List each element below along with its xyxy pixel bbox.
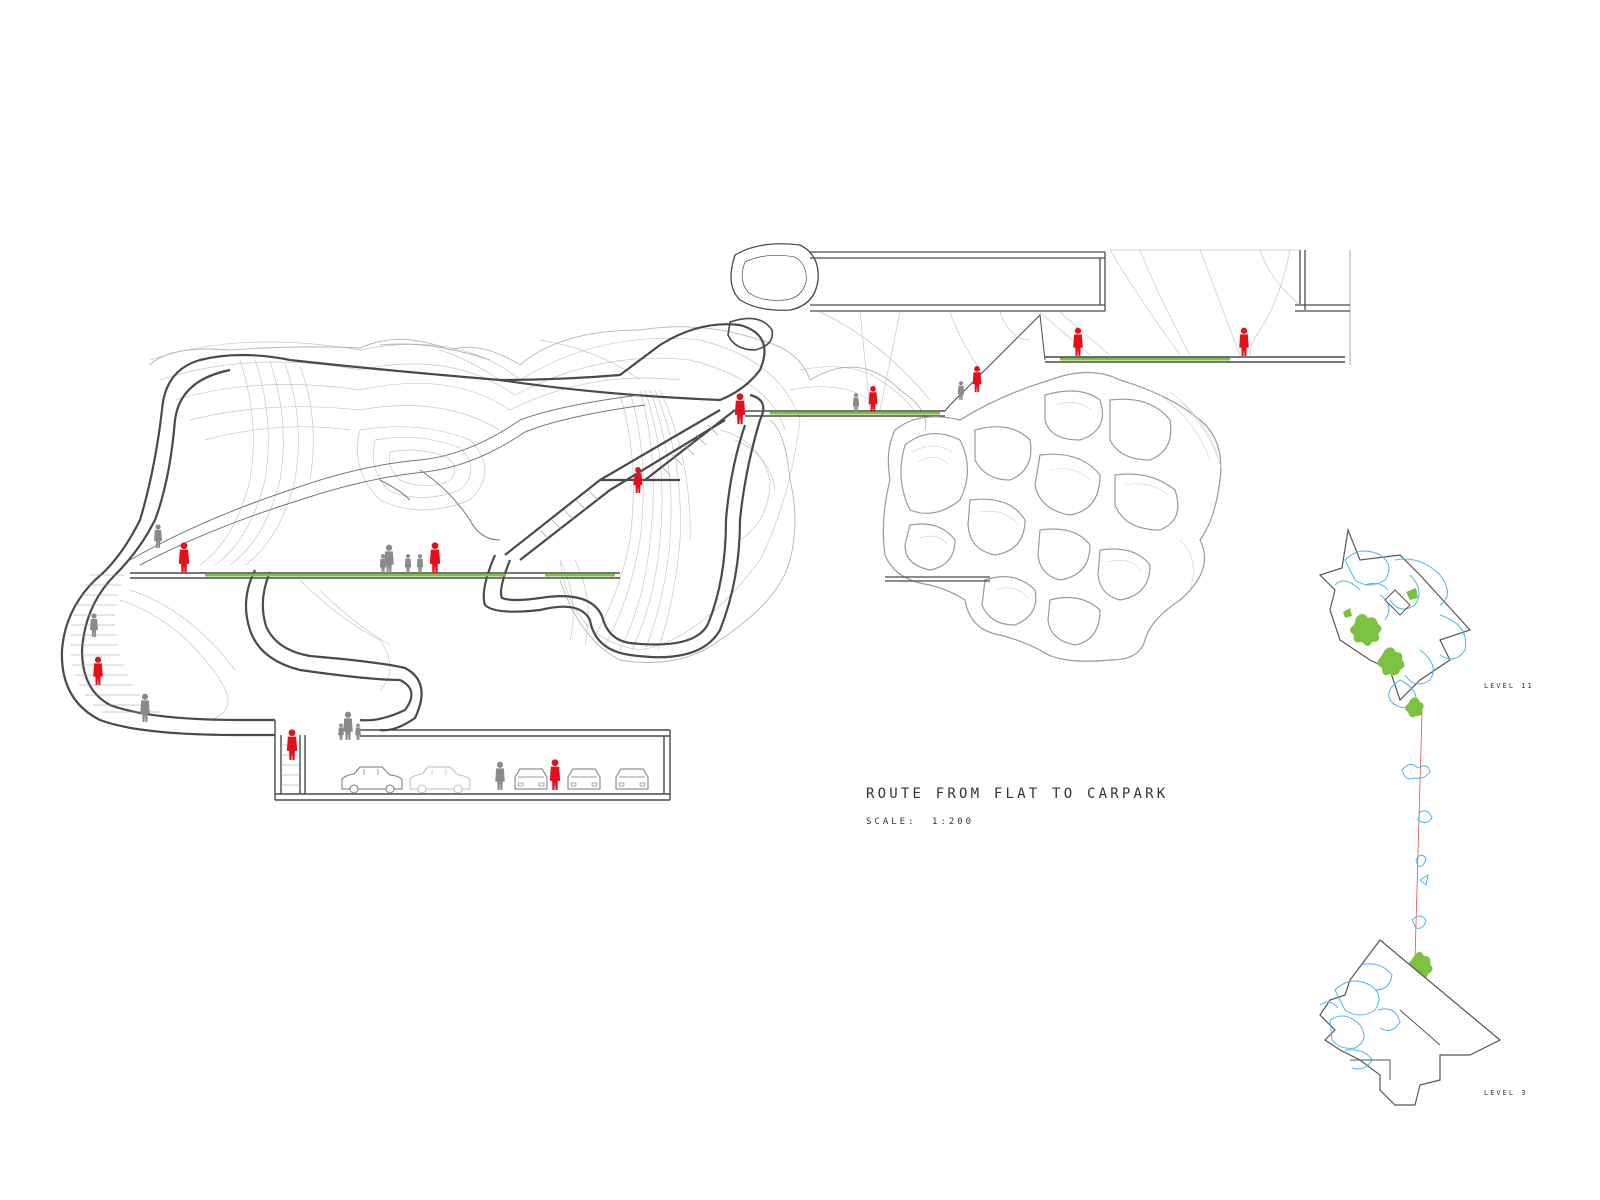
plan-label-level-3: LEVEL 3 xyxy=(1484,1089,1528,1097)
figure xyxy=(140,693,150,722)
plan-level-3 xyxy=(1319,939,1502,1106)
car-5 xyxy=(615,768,649,790)
figure xyxy=(495,761,505,790)
left-section-ramps xyxy=(129,394,646,566)
left-sculpture-envelope xyxy=(149,326,927,663)
figure xyxy=(852,393,860,412)
car-1 xyxy=(341,766,403,794)
car-3 xyxy=(514,768,548,790)
figure xyxy=(90,613,98,637)
car-4 xyxy=(567,768,601,790)
scale-value: 1:200 xyxy=(932,817,974,827)
car-2 xyxy=(409,766,471,794)
route-figure xyxy=(1073,327,1083,356)
route-figure xyxy=(549,759,561,790)
carpark xyxy=(274,720,671,801)
top-building xyxy=(730,243,1351,365)
middle-stair-hatch xyxy=(539,424,719,541)
plan-level-11 xyxy=(1318,527,1472,718)
figure xyxy=(384,544,394,573)
right-blob-contours xyxy=(911,391,1223,599)
figure xyxy=(416,554,424,573)
upper-walkway xyxy=(745,313,1046,417)
figure xyxy=(957,381,965,400)
top-building-contours xyxy=(819,249,1301,411)
other-figures xyxy=(90,381,965,790)
route-figure xyxy=(734,393,746,424)
drawing-title: ROUTE FROM FLAT TO CARPARK xyxy=(866,786,1168,802)
figure xyxy=(355,723,361,740)
plan-label-level-11: LEVEL 11 xyxy=(1484,682,1534,690)
level-slabs-left xyxy=(130,572,620,579)
upper-walkway-planting xyxy=(770,357,1230,415)
scale-label: SCALE: xyxy=(866,817,917,827)
route-figure xyxy=(429,542,441,573)
left-section-cut xyxy=(60,317,774,737)
route-figure xyxy=(93,656,103,685)
right-blob xyxy=(882,371,1222,662)
route-figure xyxy=(286,729,298,760)
route-figure xyxy=(1239,327,1249,356)
top-walkway xyxy=(1045,356,1345,363)
left-sculpture-contours xyxy=(119,338,921,721)
right-blob-slab xyxy=(885,576,990,582)
route-figure xyxy=(178,542,190,573)
figure xyxy=(404,554,412,573)
figure xyxy=(343,711,353,740)
figure xyxy=(338,723,344,740)
